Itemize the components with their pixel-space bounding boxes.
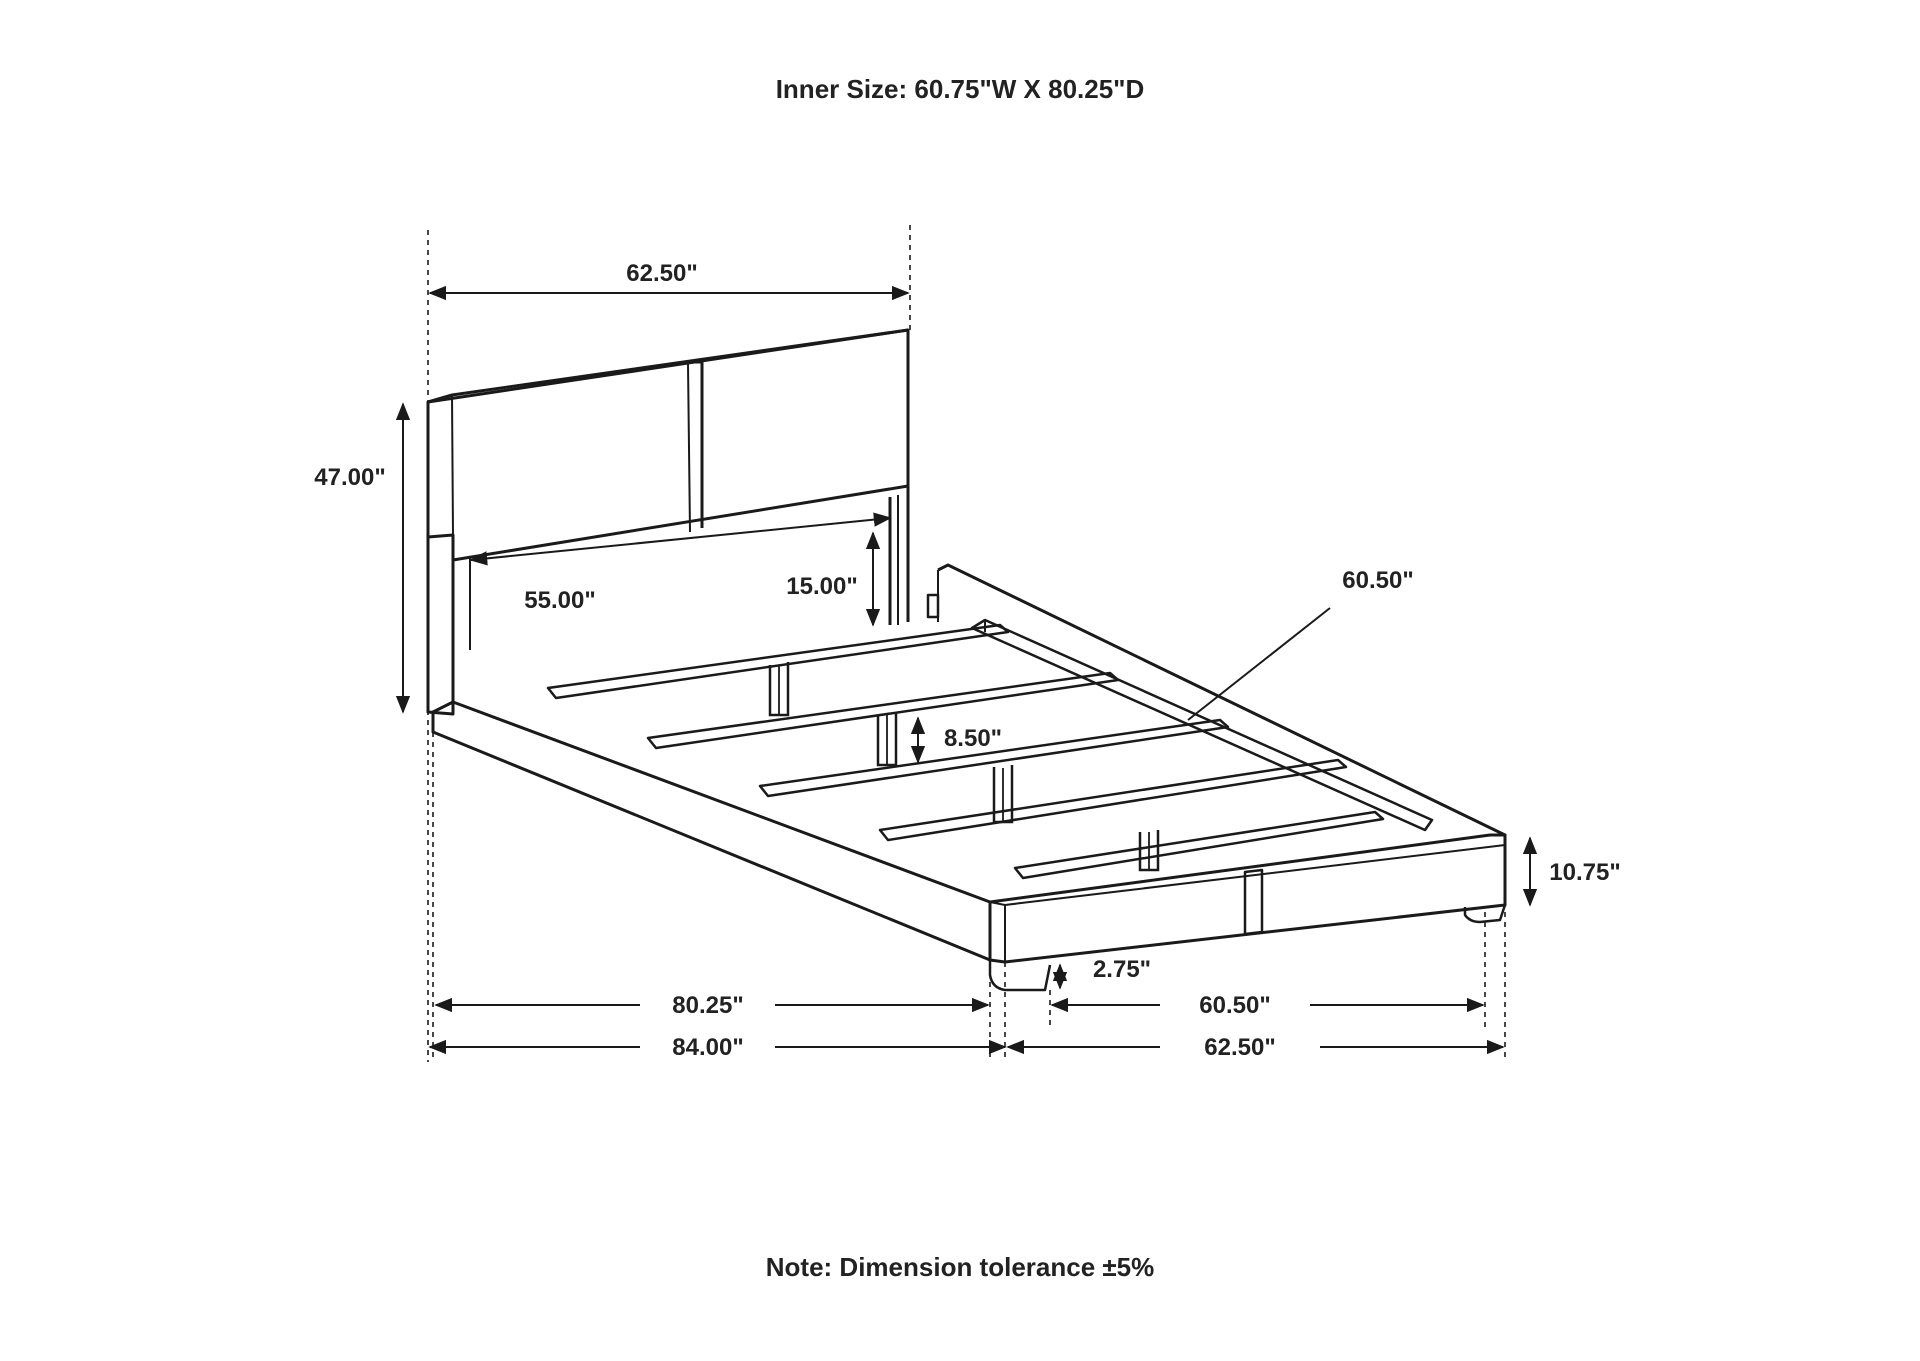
label-leg-clearance: 2.75" [1093,956,1151,983]
label-support-leg: 8.50" [944,725,1002,752]
headboard [426,328,910,716]
label-footboard-height: 10.75" [1549,859,1620,886]
label-inner-headboard-width: 55.00" [524,587,595,614]
support-legs [768,662,1160,872]
label-headboard-width: 62.50" [626,260,697,287]
slat [878,758,1348,842]
slat [758,718,1230,798]
label-inner-width: 60.50" [1199,992,1270,1019]
label-panel-height: 15.00" [786,573,857,600]
slat [646,671,1120,750]
slat [546,623,1010,700]
slats [546,623,1385,880]
label-headboard-height: 47.00" [314,464,385,491]
dimension-lines [395,285,1538,1055]
label-inner-length: 80.25" [672,992,743,1019]
bed-frame [431,563,1507,992]
label-overall-width: 62.50" [1204,1034,1275,1061]
inner-size-title: Inner Size: 60.75"W X 80.25"D [775,74,1145,104]
slat [1013,810,1385,880]
extension-lines [427,225,1506,1062]
dimension-labels: 62.50" 47.00" 55.00" 15.00" 60.50" 8.50"… [314,260,1620,1061]
tolerance-note: Note: Dimension tolerance ±5% [765,1252,1155,1282]
label-side-rail: 60.50" [1342,567,1413,594]
label-overall-length: 84.00" [672,1034,743,1061]
